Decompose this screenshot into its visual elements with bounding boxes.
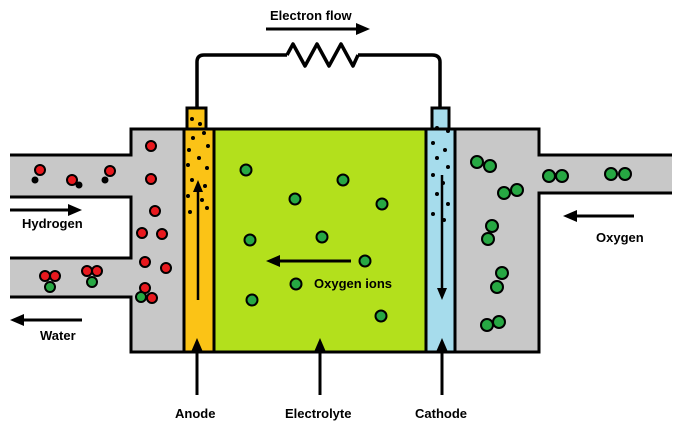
oxygen-ions bbox=[239, 163, 389, 323]
hydrogen-arrow bbox=[10, 204, 82, 216]
cathode-chamber bbox=[455, 129, 539, 352]
oxygen-label: Oxygen bbox=[596, 230, 644, 245]
water-arrow bbox=[10, 314, 82, 326]
resistor bbox=[285, 42, 360, 68]
circuit-wire bbox=[195, 53, 442, 108]
anode-chamber bbox=[131, 129, 184, 352]
cathode bbox=[424, 127, 457, 354]
cathode-pointer-arrow bbox=[436, 338, 448, 395]
cathode-electron-arrow bbox=[437, 175, 447, 300]
anode-electrons bbox=[186, 117, 210, 214]
electron-flow-label: Electron flow bbox=[270, 8, 353, 23]
water-outlet-pipe bbox=[10, 258, 131, 297]
electrolyte-label: Electrolyte bbox=[285, 406, 351, 421]
oxygen-ions-label: Oxygen ions bbox=[314, 276, 392, 291]
cathode-terminal bbox=[430, 106, 451, 131]
hydrogen-label: Hydrogen bbox=[22, 216, 83, 231]
water-molecules bbox=[39, 265, 158, 304]
anode-pointer-arrow bbox=[191, 338, 203, 395]
oxygen-ion-arrow bbox=[266, 255, 351, 267]
anode-terminal bbox=[185, 106, 208, 131]
electron-flow-arrow bbox=[266, 23, 370, 35]
cathode-label: Cathode bbox=[415, 406, 467, 421]
oxygen-arrow bbox=[563, 210, 634, 222]
electrolyte-pointer-arrow bbox=[314, 338, 326, 395]
hydrogen-molecules bbox=[31, 140, 172, 274]
oxygen-molecules bbox=[470, 155, 632, 332]
housing-outline bbox=[10, 127, 672, 354]
anode-label: Anode bbox=[175, 406, 215, 421]
anode-electron-arrow bbox=[193, 180, 203, 300]
water-label: Water bbox=[40, 328, 76, 343]
